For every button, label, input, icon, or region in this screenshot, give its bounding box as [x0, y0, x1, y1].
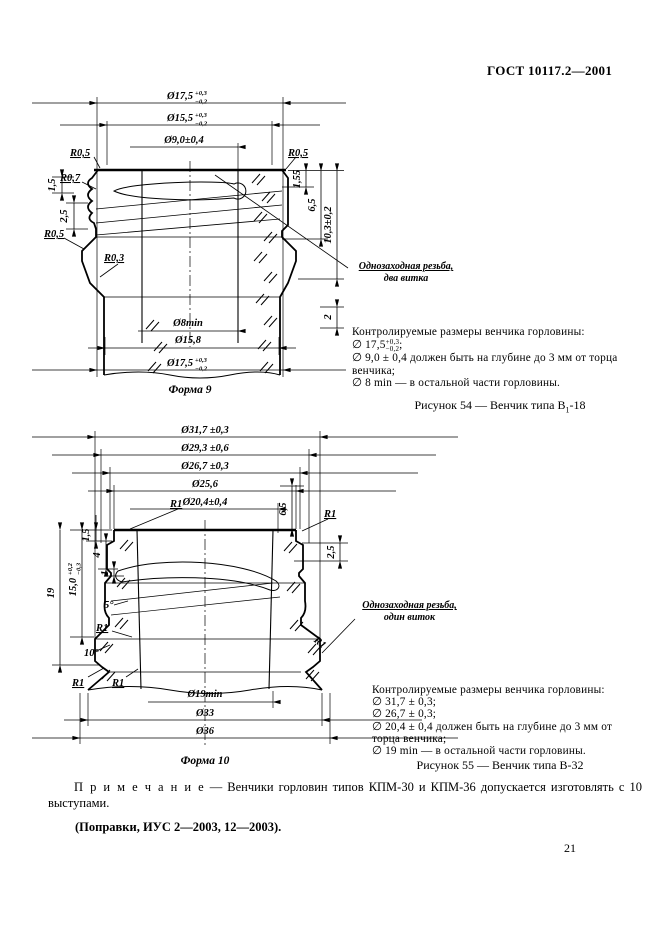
dim-label: Ø33 [195, 708, 214, 719]
notes-line: торца венчика; [372, 732, 447, 745]
figure54-drawing: Ø17,5 +0,3 −0,2 Ø15,5 +0,3 −0,2 Ø9,0±0,4… [32, 90, 349, 396]
dim-label: 1 [100, 570, 111, 575]
dim-label: Ø29,3 ±0,6 [180, 443, 229, 454]
thread-note-line1: Однозаходная резьба, [362, 600, 457, 611]
dim-label: 15,0 [68, 577, 79, 596]
fig55-dimension-lines [32, 434, 458, 741]
dim-label: Ø9,0±0,4 [163, 135, 204, 146]
dim-label: 19 [46, 587, 57, 598]
dim-label: 2,5 [326, 545, 337, 559]
notes-line: ∅ 8 min — в остальной части горловины. [352, 377, 561, 390]
notes-line: ∅ 20,4 ± 0,4 должен быть на глубине до 3… [372, 720, 613, 733]
form-label: Форма 9 [169, 384, 212, 396]
form-label: Форма 10 [181, 755, 230, 767]
thread-note-line2: один виток [383, 612, 436, 623]
dim-tolerance: −0,3 [76, 562, 83, 575]
fig55-profile [87, 520, 323, 747]
dim-label: 4 [92, 552, 103, 558]
dim-label: Ø15,8 [174, 335, 202, 346]
notes-title: Контролируемые размеры венчика горловины… [372, 684, 605, 696]
angle-label: 10° [84, 648, 100, 659]
dim-label: 6,5 [278, 502, 289, 515]
dim-label: Ø19min [186, 689, 222, 700]
dim-label: Ø25,6 [191, 479, 219, 490]
dim-label: 1,55 [292, 170, 303, 188]
fig55-thread-note: Однозаходная резьба, один виток [352, 600, 467, 624]
fig54-labels: Ø17,5 +0,3 −0,2 Ø15,5 +0,3 −0,2 Ø9,0±0,4… [43, 90, 334, 396]
amendment-note: (Поправки, ИУС 2—2003, 12—2003). [75, 820, 282, 834]
dim-label: Ø26,7 ±0,3 [180, 461, 228, 472]
page-number: 21 [564, 841, 576, 855]
notes-line: ∅ 26,7 ± 0,3; [372, 708, 437, 721]
radius-label: R0,5 [287, 148, 308, 159]
dim-label: Ø8min [172, 318, 203, 329]
fig54-profile [81, 161, 297, 379]
dim-tolerance: +0,2 [67, 562, 74, 575]
dim-label: 1,5 [47, 178, 58, 191]
fig54-dimension-lines [32, 100, 346, 373]
dim-label: Ø17,5 [166, 91, 193, 102]
dim-label: 1,5 [81, 528, 92, 541]
notes-line: ∅ 9,0 ± 0,4 должен быть на глубине до 3 … [352, 352, 618, 365]
notes-line: венчика; [352, 364, 396, 377]
note-label: П р и м е ч а н и е [74, 780, 205, 794]
dim-tolerance: −0,2 [195, 99, 208, 106]
notes-line: ∅ 31,7 ± 0,3; [372, 696, 437, 709]
dim-label: Ø17,5 [166, 358, 193, 369]
dim-tolerance: −0,2 [195, 366, 208, 373]
note-body: — Венчики горловин типов КПМ-30 и КПМ-36… [48, 780, 642, 810]
note-paragraph: П р и м е ч а н и е — Венчики горловин т… [48, 780, 642, 811]
dim-tolerance: +0,3 [195, 90, 208, 97]
fig55-controlled-dims: Контролируемые размеры венчика горловины… [372, 684, 661, 757]
dim-label: 2 [323, 314, 334, 321]
radius-label: R0,5 [43, 229, 64, 240]
dim-label: 10,3±0,2 [323, 206, 334, 244]
radius-label: R1 [311, 634, 328, 651]
radius-label: R0,5 [69, 148, 90, 159]
dim-tolerance: +0,3 [195, 112, 208, 119]
dim-label: Ø15,5 [166, 113, 193, 124]
dim-label: 6,5 [307, 198, 318, 211]
radius-label: R0,3 [103, 253, 124, 264]
dim-label: Ø20,4±0,4 [182, 497, 228, 508]
thread-note-line1: Однозаходная резьба, [358, 261, 454, 272]
notes-line: ∅ 19 min — в остальной части горловины. [372, 745, 586, 758]
dim-tolerance: +0,3 [195, 357, 208, 364]
radius-label: R1 [95, 623, 108, 634]
thread-note-line2: два витка [383, 273, 429, 284]
fig55-hatching [99, 539, 322, 682]
radius-label: R1 [71, 678, 84, 689]
notes-title: Контролируемые размеры венчика горловины… [352, 326, 585, 338]
fig54-thread-note: Однозаходная резьба, два витка [350, 261, 462, 285]
notes-line: ∅ 17,5+0,3−0,2; [352, 338, 403, 353]
angle-label: 5° [104, 600, 114, 611]
radius-label: R0,7 [59, 173, 81, 184]
figure54-caption: Рисунок 54 — Венчик типа В1-18 [414, 398, 586, 415]
dim-label: Ø36 [195, 726, 215, 737]
standard-number: ГОСТ 10117.2—2001 [487, 63, 613, 78]
dim-tolerance: −0,2 [195, 121, 208, 128]
figure55-caption: Рисунок 55 — Венчик типа В-32 [416, 758, 584, 772]
fig54-leader-lines [63, 156, 349, 278]
figure55-drawing: Ø31,7 ±0,3 Ø29,3 ±0,6 Ø26,7 ±0,3 Ø25,6 Ø… [32, 425, 458, 767]
radius-label: R1 [111, 678, 124, 689]
fig55-leader-lines [87, 508, 356, 678]
radius-label: R1 [323, 509, 336, 520]
radius-label: R1 [169, 499, 182, 510]
fig55-labels: Ø31,7 ±0,3 Ø29,3 ±0,6 Ø26,7 ±0,3 Ø25,6 Ø… [46, 425, 337, 767]
dim-label: Ø31,7 ±0,3 [180, 425, 228, 436]
dim-label: 2,5 [59, 209, 70, 223]
fig54-controlled-dims: Контролируемые размеры венчика горловины… [352, 326, 654, 390]
fig54-hatching [145, 173, 278, 374]
